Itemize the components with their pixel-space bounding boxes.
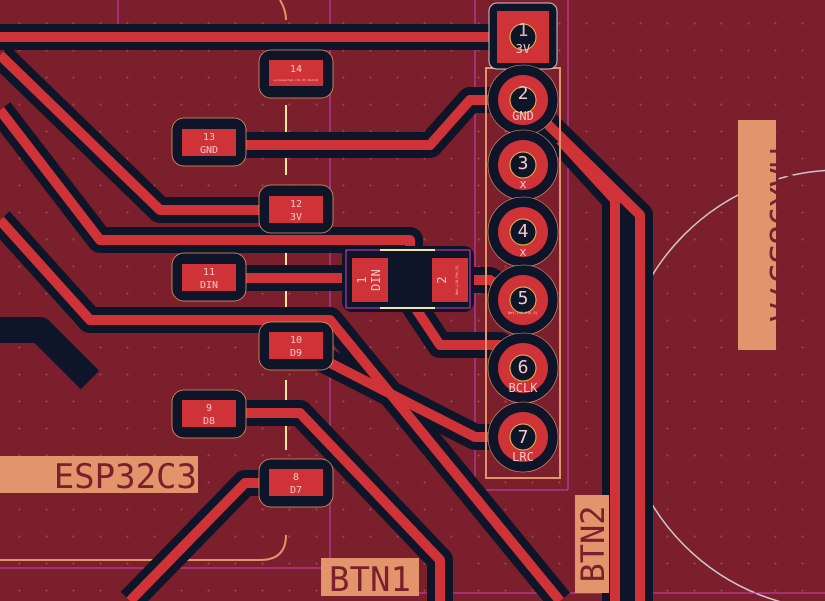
svg-text:7: 7 (518, 427, 529, 448)
pad-number: 8 (293, 472, 299, 483)
module-pad-13[interactable]: 13 GND (171, 117, 247, 167)
module-pad-14[interactable]: 14 unconnected-(U1-3V-Pad14) (258, 49, 334, 99)
connector-pin-3[interactable]: 3x (518, 153, 529, 191)
resistor-footprint[interactable]: 1 DIN 2 Net-(J4-Pin_5) (342, 246, 474, 312)
pad-net: 3V (290, 212, 302, 223)
module-pad-10[interactable]: 10 D9 (258, 321, 334, 371)
pad-number: 9 (206, 403, 212, 414)
svg-text:Net-(J4-Pin_5): Net-(J4-Pin_5) (508, 311, 538, 315)
svg-text:1: 1 (518, 20, 529, 41)
svg-text:ESP32C3: ESP32C3 (54, 457, 197, 497)
svg-text:x: x (519, 245, 526, 259)
svg-text:x: x (519, 177, 526, 191)
label-esp32c3[interactable]: ESP32C3 (0, 456, 198, 497)
module-outline (0, 0, 287, 561)
pad-net: D7 (290, 485, 302, 496)
svg-text:BTN1: BTN1 (329, 560, 411, 600)
trace-diag (0, 216, 564, 601)
pad-net: D8 (203, 416, 215, 427)
svg-text:BCLK: BCLK (509, 381, 539, 395)
svg-text:5: 5 (518, 288, 529, 309)
label-btn2[interactable]: BTN2 (574, 495, 612, 593)
resistor-pad-1 (352, 258, 388, 302)
module-pad-12[interactable]: 12 3V (258, 184, 334, 234)
label-max98357a[interactable]: MAX98357A (738, 120, 800, 350)
pad-number: 10 (290, 335, 302, 346)
svg-text:3V: 3V (516, 42, 530, 56)
pad-net: DIN (200, 280, 218, 291)
connector-pin-1[interactable]: 13V (516, 20, 530, 56)
pad-net: unconnected-(U1-3V-Pad14) (273, 78, 318, 82)
pad-number: 13 (203, 132, 215, 143)
svg-text:4: 4 (518, 221, 529, 242)
pad-number: 1 (355, 276, 369, 283)
pad-net: Net-(J4-Pin_5) (455, 265, 459, 295)
svg-text:6: 6 (518, 357, 529, 378)
label-btn1[interactable]: BTN1 (321, 558, 419, 600)
trace-3v-2 (0, 51, 295, 215)
pad-net: DIN (369, 269, 383, 291)
svg-text:LRC: LRC (512, 450, 534, 464)
pad-number: 12 (290, 199, 302, 210)
svg-text:BTN2: BTN2 (574, 505, 612, 582)
module-pad-11[interactable]: 11 DIN (171, 252, 247, 302)
module-pad-9[interactable]: 9 D8 (171, 389, 247, 439)
connector-pin-4[interactable]: 4x (518, 221, 529, 259)
svg-text:2: 2 (518, 83, 529, 104)
svg-text:3: 3 (518, 153, 529, 174)
pad-net: D9 (290, 348, 302, 359)
trace-d8 (208, 408, 445, 601)
pad-number: 2 (435, 276, 449, 283)
pad-number: 11 (203, 267, 215, 278)
trace-right (556, 136, 620, 601)
resistor-pad-2 (432, 258, 468, 302)
svg-text:GND: GND (512, 109, 534, 123)
module-pad-8[interactable]: 8 D7 (258, 458, 334, 508)
pad-number: 14 (290, 64, 302, 75)
connector-header (485, 2, 561, 479)
pad-net: GND (200, 145, 218, 156)
svg-text:MAX98357A: MAX98357A (762, 148, 800, 321)
module-pads: 14 unconnected-(U1-3V-Pad14) 13 GND 12 3… (171, 49, 334, 508)
